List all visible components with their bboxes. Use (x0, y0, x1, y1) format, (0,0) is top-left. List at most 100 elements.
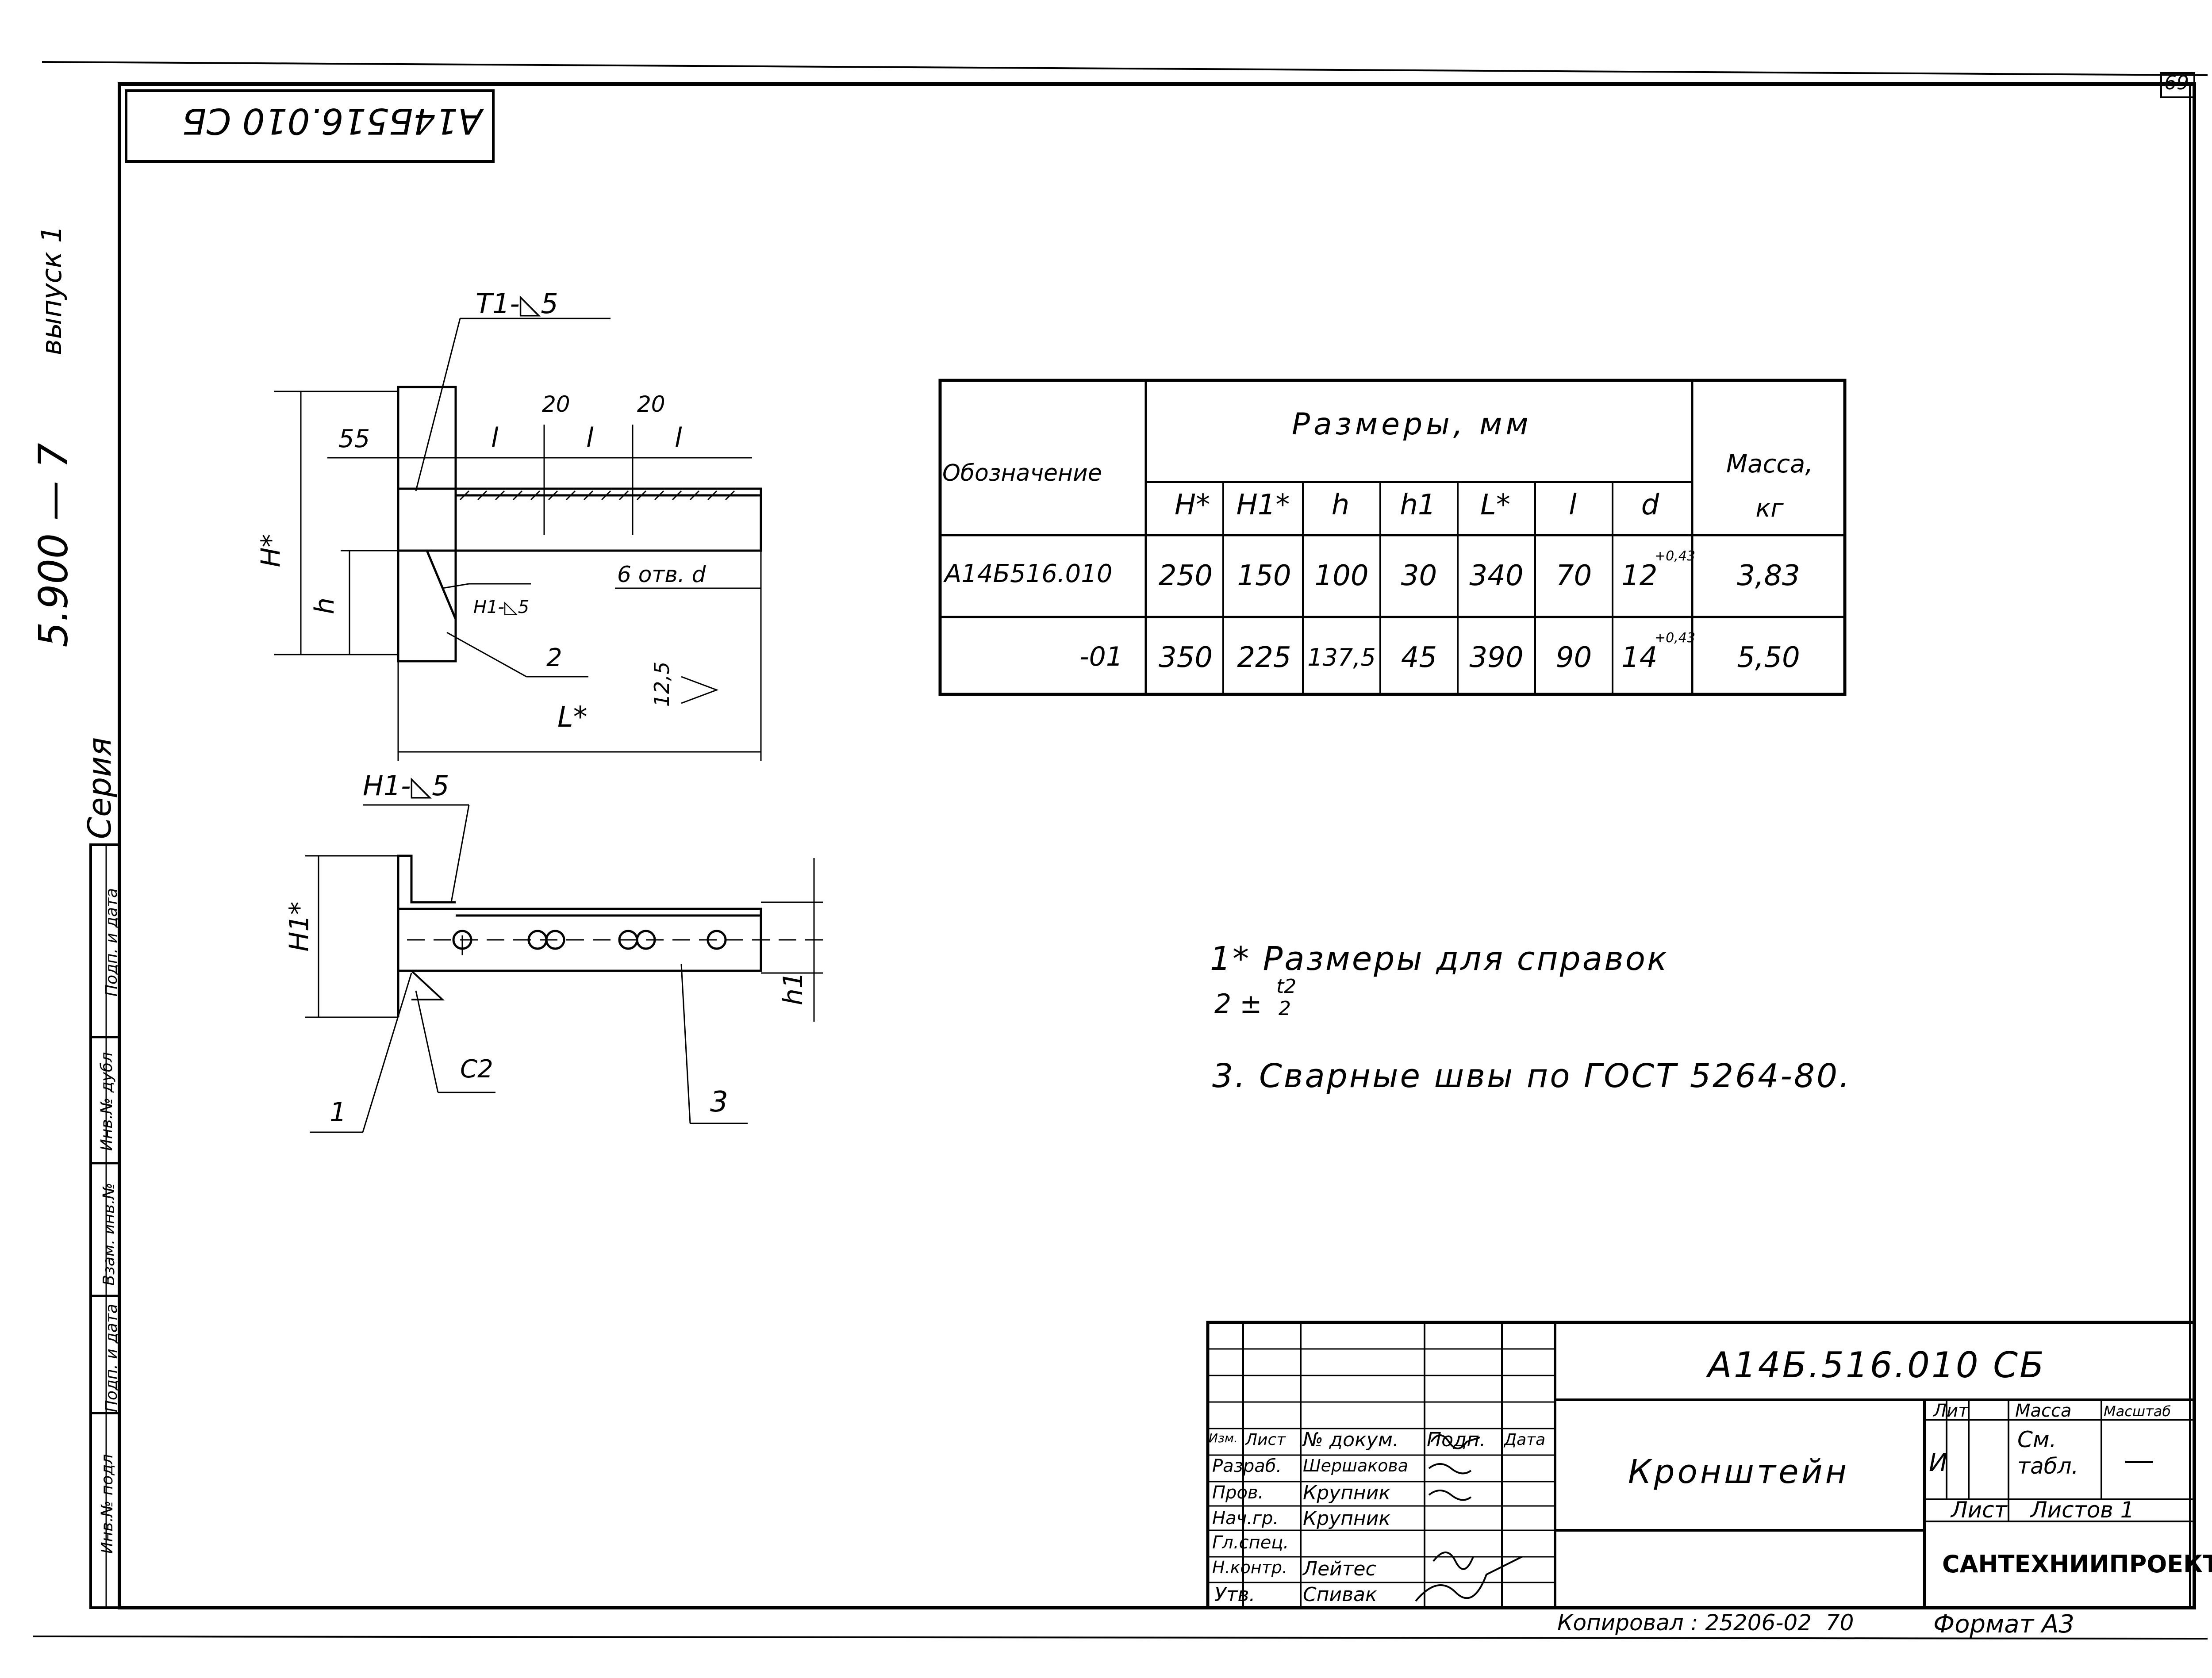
table-row-1-L: 340 (1469, 559, 1524, 592)
table-row-1-H1: 150 (1237, 559, 1291, 592)
tb-header-docnum: № докум. (1303, 1429, 1399, 1451)
table-row-2-d: 14 (1621, 641, 1658, 674)
dim-h: h (309, 597, 341, 615)
table-header-mass: Масса, кг (1726, 450, 1813, 523)
note-3: 3. Сварные швы по ГОСТ 5264-80. (1212, 1057, 1851, 1095)
title-org: САНТЕХНИИПРОЕКТ (1942, 1550, 2212, 1578)
position-1: 1 (330, 1097, 347, 1128)
table-row-2-h1: 45 (1401, 641, 1437, 674)
title-scale-value: — (2124, 1442, 2154, 1478)
strip-label-4: Инв.№ дубл (98, 1052, 116, 1151)
dim-55: 55 (338, 425, 370, 453)
roughness-label: 12,5 (650, 661, 674, 707)
table-row-2-mass: 5,50 (1737, 641, 1800, 674)
spec-table-grid (938, 379, 1847, 696)
dim-h1: h1 (778, 971, 809, 1006)
dim-l-3: l (675, 422, 682, 453)
dim-l-1: l (491, 422, 499, 453)
note-1: 1* Размеры для справок (1210, 940, 1669, 978)
tb-name-3: Крупник (1303, 1507, 1390, 1530)
tb-header-list: Лист (1245, 1431, 1286, 1449)
tb-header-data: Дата (1504, 1431, 1546, 1449)
table-row-1-h1: 30 (1401, 559, 1437, 592)
title-sheets-label: Листов 1 (2031, 1497, 2135, 1523)
page-number: 69 (2164, 72, 2189, 94)
tb-name-1: Шершакова (1303, 1456, 1409, 1475)
table-row-1-H: 250 (1158, 559, 1213, 592)
tb-header-izm: Изм. (1209, 1431, 1238, 1445)
seria-label: Серия (81, 737, 119, 839)
footer-copied: Копировал : 25206-02 70 (1557, 1610, 1854, 1636)
title-scale-label: Масштаб (2104, 1403, 2171, 1420)
table-row-2-h: 137,5 (1307, 644, 1376, 671)
tb-name-6: Спивак (1303, 1583, 1377, 1606)
strip-label-3: Взам. инв.№ (100, 1183, 118, 1286)
table-row-2-H: 350 (1158, 641, 1213, 674)
title-doc-code: А14Б.516.010 СБ (1708, 1345, 2046, 1386)
table-header-dims: Размеры, мм (1292, 407, 1532, 442)
table-row-2-designation: -01 (1079, 641, 1123, 672)
subheader-H1: H1* (1236, 489, 1290, 521)
table-row-1-h: 100 (1314, 559, 1369, 592)
weld-bottom-label: Н1-◺5 (363, 770, 449, 802)
table-row-1-mass: 3,83 (1737, 559, 1800, 592)
tb-role-4: Гл.спец. (1212, 1532, 1289, 1553)
subheader-H: H* (1174, 489, 1210, 521)
title-lit-label: Лит (1933, 1401, 1969, 1421)
title-mass-value: См. табл. (2017, 1427, 2079, 1479)
table-row-2-H1: 225 (1237, 641, 1291, 674)
strip-label-2: Подп. и дата (103, 1303, 121, 1413)
dim-20-b: 20 (637, 391, 665, 417)
tb-role-6: Утв. (1214, 1583, 1256, 1606)
title-block-grid (1206, 1321, 2196, 1609)
subheader-h1: h1 (1400, 489, 1436, 521)
weld-top-label: Т1-◺5 (476, 287, 558, 320)
tb-role-1: Разраб. (1212, 1456, 1282, 1476)
vypusk-label: выпуск 1 (35, 225, 68, 356)
strip-label-5: Подп. и дата (103, 888, 121, 997)
table-row-2-L: 390 (1469, 641, 1524, 674)
footer-format: Формат А3 (1933, 1610, 2074, 1639)
tb-role-3: Нач.гр. (1212, 1508, 1279, 1529)
title-name: Кронштейн (1628, 1453, 1849, 1491)
chamfer-label: С2 (460, 1055, 493, 1084)
position-2: 2 (546, 644, 562, 672)
table-row-2-d-tol: +0,43 (1655, 630, 1695, 646)
tb-header-podp: Подп. (1427, 1429, 1486, 1451)
title-mass-label: Масса (2015, 1401, 2072, 1421)
table-row-1-d-tol: +0,43 (1655, 548, 1695, 564)
tb-role-2: Пров. (1212, 1483, 1264, 1503)
dim-l-2: l (586, 422, 594, 453)
top-view (274, 318, 762, 761)
dim-L-star: L* (557, 701, 588, 734)
table-row-1-d: 12 (1621, 559, 1658, 592)
top-stamp: А14Б516.010 СБ (182, 100, 482, 142)
note-2-main: 2 ± (1214, 988, 1262, 1019)
dim-H1-star: H1* (284, 901, 315, 952)
table-row-1-designation: А14Б516.010 (945, 559, 1113, 588)
strip-label-1: Инв.№ подл (98, 1454, 117, 1554)
table-row-1-l: 70 (1555, 559, 1592, 592)
tb-name-5: Лейтес (1303, 1558, 1376, 1580)
table-header-designation: Обозначение (942, 460, 1102, 487)
title-lit-value: И (1929, 1448, 1947, 1477)
seria-value: 5.900 — 7 (30, 443, 77, 647)
table-row-2-l: 90 (1555, 641, 1592, 674)
holes-label: 6 отв. d (617, 562, 706, 587)
subheader-h: h (1331, 489, 1350, 521)
subheader-l: l (1569, 489, 1577, 521)
bottom-view (305, 804, 823, 1133)
subheader-L: L* (1480, 489, 1510, 521)
note-2-frac-top: t2 (1276, 975, 1297, 998)
position-3: 3 (710, 1086, 728, 1119)
subheader-d: d (1641, 489, 1659, 521)
tb-name-2: Крупник (1303, 1482, 1390, 1504)
weld-side-label: Н1-◺5 (473, 597, 530, 617)
dim-H-star: H* (255, 534, 287, 567)
signature-marks (1415, 1434, 1522, 1602)
title-sheet-label: Лист (1951, 1497, 2007, 1523)
dim-20-a: 20 (542, 391, 570, 417)
note-2-frac-bottom: 2 (1279, 997, 1291, 1020)
tb-role-5: Н.контр. (1212, 1558, 1288, 1577)
